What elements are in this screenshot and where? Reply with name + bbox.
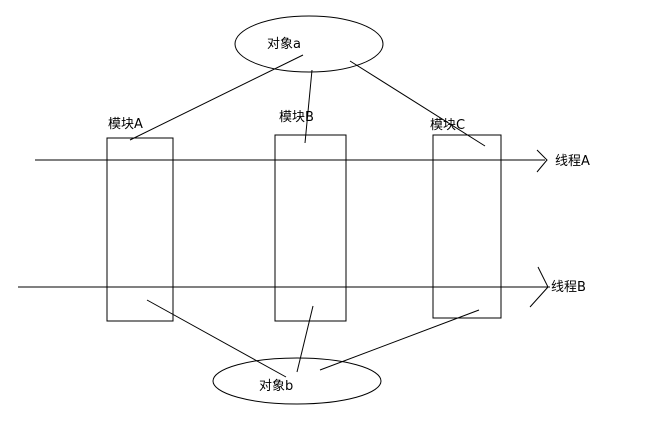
link-module-a-object-b [146,299,287,378]
module-b-box [274,134,347,322]
module-b-label: 模块B [279,110,314,125]
thread-b-label: 线程B [551,280,586,295]
link-object-a-module-a [129,54,304,141]
module-c-box [432,134,502,319]
module-a-box [106,137,174,322]
object-a-ellipse [234,15,384,73]
link-module-b-object-b [296,305,314,373]
thread-b-arrowhead [529,266,549,308]
link-module-c-object-b [319,309,480,371]
thread-a-label: 线程A [555,154,590,169]
link-object-a-module-b [304,69,313,144]
object-a-label: 对象a [267,37,301,52]
thread-a-arrowhead [536,149,548,173]
object-b-label: 对象b [259,379,294,394]
module-c-label: 模块C [430,118,466,133]
link-object-a-module-c [349,60,486,147]
object-b-ellipse [212,357,382,405]
module-a-label: 模块A [108,117,143,132]
